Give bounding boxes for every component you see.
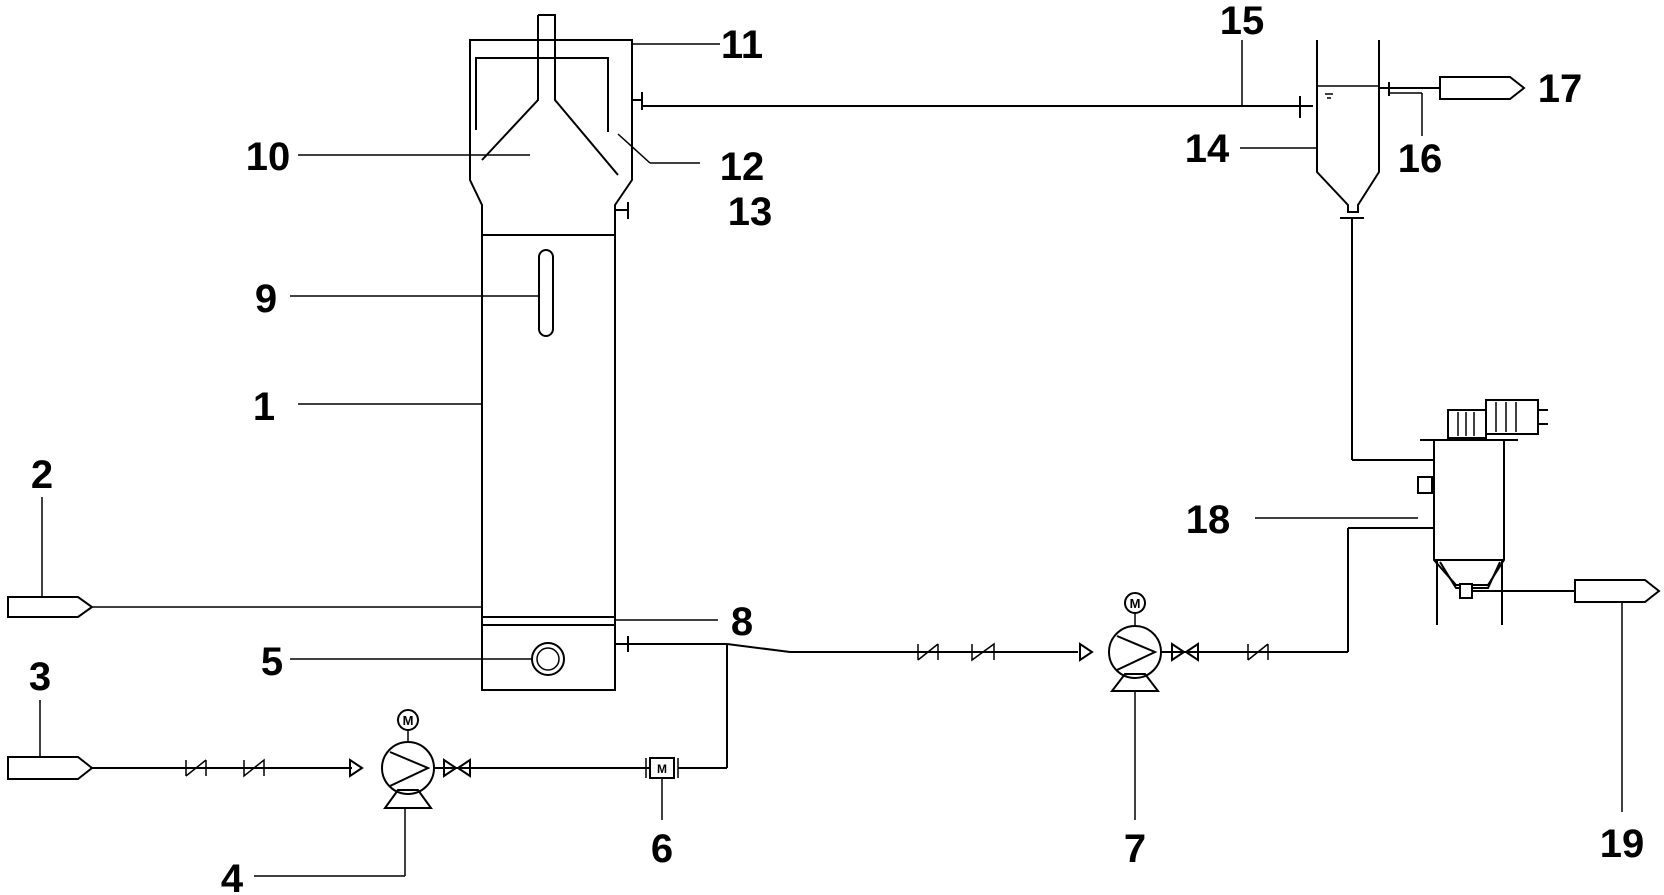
gas-hood-frame: [475, 57, 609, 132]
motor-symbol: M: [403, 713, 414, 728]
label-6: 6: [651, 827, 673, 871]
motor-icon: [1124, 592, 1146, 614]
label-5: 5: [261, 640, 283, 684]
labels: 1 2 3 4 5 6 7 8 9 10 11 12 13 14 15 16 1…: [29, 0, 1644, 895]
label-13: 13: [728, 190, 773, 234]
leader-lines: [39, 40, 1623, 877]
label-14: 14: [1185, 127, 1230, 171]
meter-symbol: M: [657, 762, 667, 776]
label-4: 4: [221, 857, 244, 895]
motor: [1485, 399, 1539, 435]
gearbox: [1447, 409, 1487, 439]
label-19: 19: [1600, 822, 1645, 866]
reactor-column: [469, 14, 643, 691]
mixing-tank-18: [1417, 399, 1661, 625]
recycle-line: M: [628, 522, 1435, 692]
feed-source-2: [7, 596, 482, 618]
label-9: 9: [255, 277, 277, 321]
label-8: 8: [731, 600, 753, 644]
pump-7: M: [1108, 592, 1162, 692]
label-12: 12: [720, 145, 765, 189]
label-1: 1: [253, 385, 275, 429]
settling-tank: [1316, 40, 1526, 466]
label-10: 10: [246, 135, 291, 179]
label-3: 3: [29, 655, 51, 699]
inlet-nozzle: [615, 636, 629, 652]
separator-cone-right: [538, 14, 619, 176]
motor-icon: [397, 709, 419, 731]
sampling-port: [615, 202, 629, 219]
label-18: 18: [1186, 498, 1231, 542]
label-11: 11: [721, 23, 763, 67]
gauge-box: [1417, 476, 1433, 494]
pump-4: M: [381, 709, 435, 809]
label-7: 7: [1124, 827, 1146, 871]
feed-line-3: M M: [7, 644, 728, 809]
sight-glass: [538, 249, 554, 337]
outlet-nozzle: [632, 92, 643, 110]
label-2: 2: [31, 453, 53, 497]
effluent-line: [642, 96, 1313, 118]
label-16: 16: [1398, 137, 1443, 181]
label-17: 17: [1538, 67, 1583, 111]
separator-cone-left: [481, 15, 539, 161]
flow-meter-6: M: [645, 757, 679, 779]
label-15: 15: [1220, 0, 1265, 43]
motor-symbol: M: [1130, 596, 1141, 611]
